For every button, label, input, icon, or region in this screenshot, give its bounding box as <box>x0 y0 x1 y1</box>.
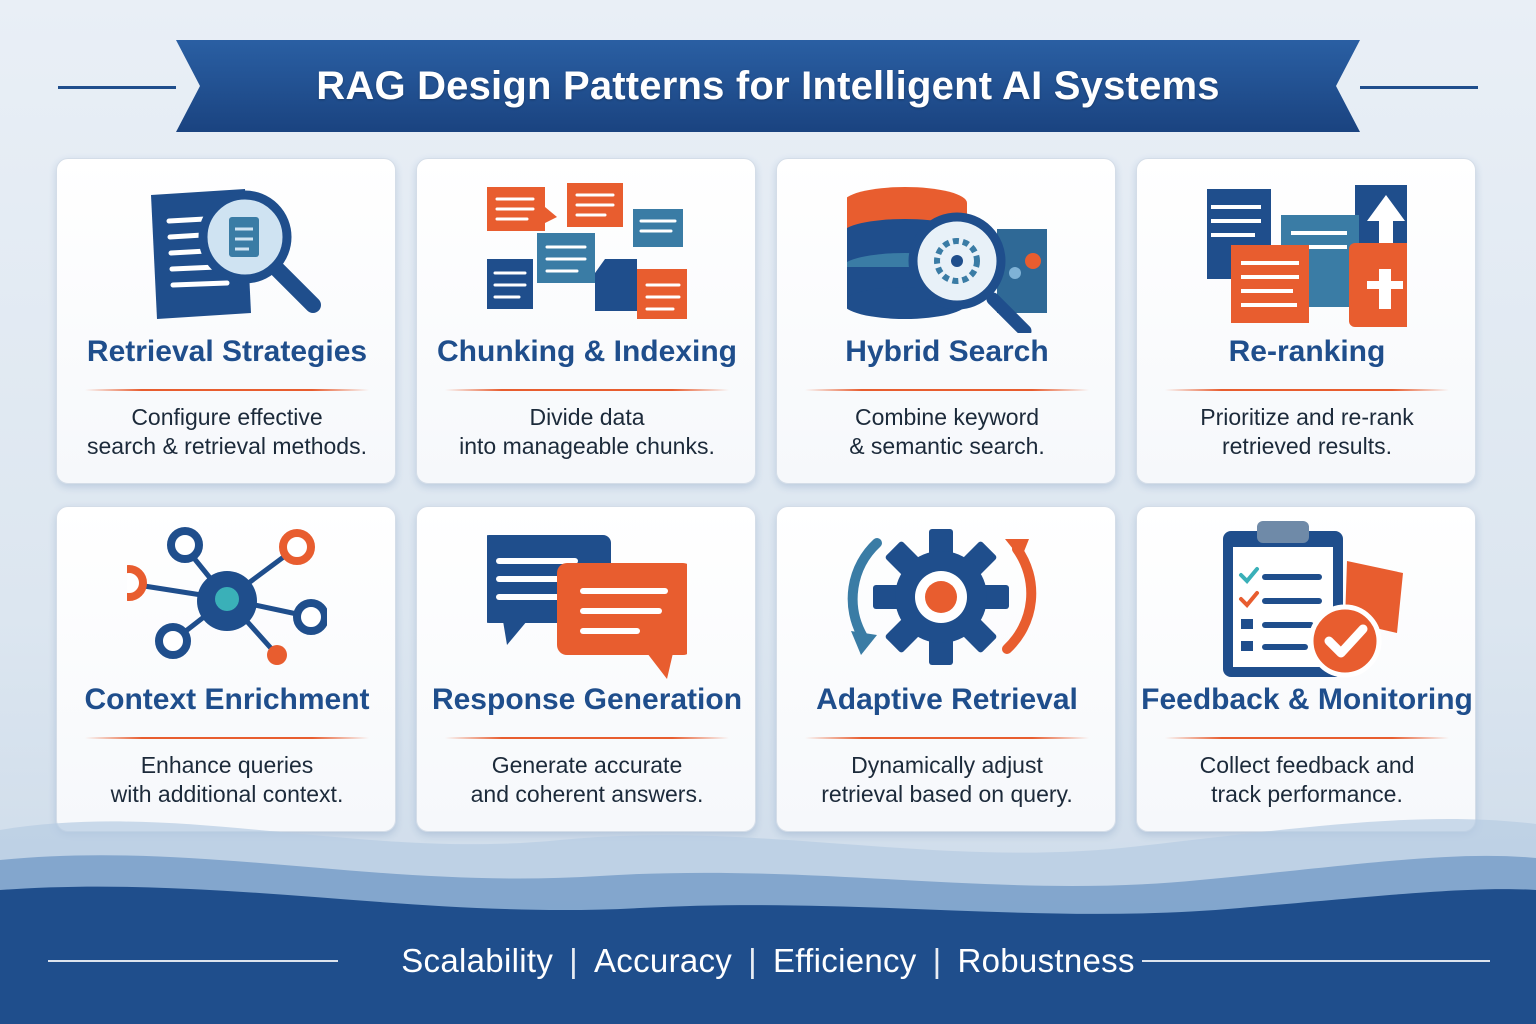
card-response-generation[interactable]: Response Generation Generate accurate an… <box>416 506 756 832</box>
card-description: Enhance queries with additional context. <box>110 752 344 807</box>
banner-rule-right <box>1360 86 1478 89</box>
database-search-icon <box>843 173 1061 338</box>
card-description: Prioritize and re-rank retrieved results… <box>1200 404 1414 459</box>
card-context-enrichment[interactable]: Context Enrichment Enhance queries with … <box>56 506 396 832</box>
card-divider <box>805 389 1089 391</box>
banner-rule-left <box>58 86 176 89</box>
footer-item-robustness: Robustness <box>957 942 1135 979</box>
card-title: Re-ranking <box>1228 335 1386 368</box>
card-title: Context Enrichment <box>84 683 370 716</box>
card-adaptive-retrieval[interactable]: Adaptive Retrieval Dynamically adjust re… <box>776 506 1116 832</box>
pattern-grid: Retrieval Strategies Configure effective… <box>56 158 1478 832</box>
card-divider <box>805 737 1089 739</box>
network-nodes-icon <box>111 521 329 681</box>
footer-item-accuracy: Accuracy <box>594 942 733 979</box>
card-divider <box>85 737 369 739</box>
header-banner: RAG Design Patterns for Intelligent AI S… <box>0 40 1536 132</box>
footer-bar: Scalability | Accuracy | Efficiency | Robustne… <box>0 936 1536 986</box>
ranked-documents-icon <box>1201 173 1417 333</box>
card-retrieval-strategies[interactable]: Retrieval Strategies Configure effective… <box>56 158 396 484</box>
footer-separator: | <box>569 942 578 979</box>
document-chunks-icon <box>487 173 689 333</box>
card-title: Retrieval Strategies <box>86 335 368 368</box>
footer-values: Scalability | Accuracy | Efficiency | Robustne… <box>401 942 1135 980</box>
card-description: Divide data into manageable chunks. <box>459 404 715 459</box>
card-description: Combine keyword & semantic search. <box>849 404 1045 459</box>
card-title: Adaptive Retrieval <box>816 683 1078 716</box>
card-title: Feedback & Monitoring <box>1141 683 1473 716</box>
footer-separator: | <box>748 942 757 979</box>
card-divider <box>1165 737 1449 739</box>
card-chunking-indexing[interactable]: Chunking & Indexing Divide data into man… <box>416 158 756 484</box>
gear-cycle-icon <box>847 521 1047 681</box>
card-divider <box>1165 389 1449 391</box>
card-title: Response Generation <box>431 683 743 716</box>
card-title: Hybrid Search <box>845 335 1049 368</box>
card-feedback-monitoring[interactable]: Feedback & Monitoring Collect feedback a… <box>1136 506 1476 832</box>
footer-item-scalability: Scalability <box>401 942 554 979</box>
document-magnifier-icon <box>127 173 327 333</box>
card-description: Configure effective search & retrieval m… <box>87 404 367 459</box>
footer-rule-right <box>1142 960 1490 962</box>
clipboard-check-icon <box>1207 521 1407 681</box>
page-title: RAG Design Patterns for Intelligent AI S… <box>316 63 1220 108</box>
wave-background <box>0 819 1536 1024</box>
footer-separator: | <box>932 942 942 979</box>
card-divider <box>445 389 729 391</box>
card-description: Dynamically adjust retrieval based on qu… <box>821 752 1073 807</box>
card-description: Generate accurate and coherent answers. <box>470 752 704 807</box>
card-title: Chunking & Indexing <box>437 335 737 368</box>
chat-bubbles-icon <box>481 521 693 681</box>
card-re-ranking[interactable]: Re-ranking Prioritize and re-rank retrie… <box>1136 158 1476 484</box>
card-description: Collect feedback and track performance. <box>1199 752 1415 807</box>
card-hybrid-search[interactable]: Hybrid Search Combine keyword & semantic… <box>776 158 1116 484</box>
footer-rule-left <box>48 960 338 962</box>
card-divider <box>445 737 729 739</box>
footer-item-efficiency: Efficiency <box>772 942 917 979</box>
card-divider <box>85 389 369 391</box>
banner-ribbon: RAG Design Patterns for Intelligent AI S… <box>176 40 1360 132</box>
